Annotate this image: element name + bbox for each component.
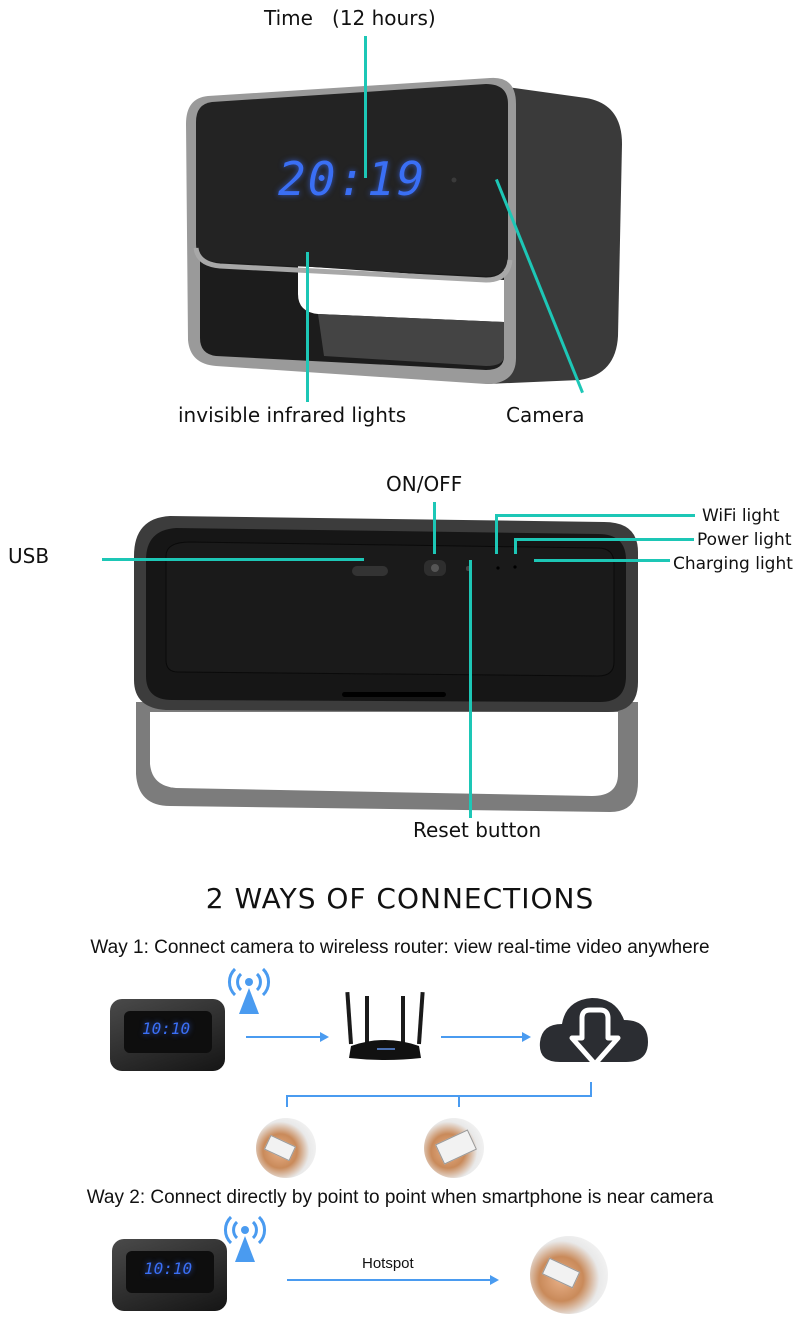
- power-light-label: Power light: [697, 530, 792, 550]
- infrared-label: invisible infrared lights: [178, 403, 407, 427]
- time-label: Time (12 hours): [264, 6, 436, 30]
- way1-branch-down: [590, 1082, 592, 1096]
- way2-wifi-signal-icon: [222, 1214, 268, 1264]
- way2-camera-display: 10:10: [144, 1259, 193, 1278]
- way1-arrowhead-2: [522, 1032, 531, 1042]
- on-off-label: ON/OFF: [386, 472, 463, 496]
- wifi-light-label: WiFi light: [702, 506, 780, 526]
- hotspot-label: Hotspot: [362, 1255, 414, 1272]
- way1-arrow-router-cloud: [441, 1036, 523, 1038]
- tablet-hand-image: [424, 1118, 484, 1178]
- on-off-leader-line: [433, 502, 436, 554]
- way1-arrow-camera-router: [246, 1036, 320, 1038]
- clock-led-display: 20:19: [278, 152, 427, 206]
- way1-camera-device: 10:10: [110, 995, 225, 1071]
- way2-arrowhead: [490, 1275, 499, 1285]
- connections-heading: 2 WAYS OF CONNECTIONS: [205, 882, 595, 915]
- way1-branch-left: [286, 1095, 288, 1107]
- way2-camera-device: 10:10: [112, 1235, 227, 1311]
- way2-description: Way 2: Connect directly by point to poin…: [86, 1187, 714, 1208]
- wifi-light-leader-h: [495, 514, 695, 517]
- way1-branch-middle: [458, 1095, 460, 1107]
- usb-label: USB: [8, 544, 50, 568]
- clock-front-shape: [186, 77, 622, 384]
- clock-back-illustration: [130, 512, 640, 812]
- router-icon: [345, 990, 425, 1065]
- clock-front-illustration: 20:19: [186, 74, 626, 390]
- way2-hotspot-arrow: [287, 1279, 492, 1281]
- power-light-leader-h: [514, 538, 694, 541]
- way1-branch-horizontal: [286, 1095, 592, 1097]
- way1-description: Way 1: Connect camera to wireless router…: [90, 937, 710, 958]
- smartphone-hand-image: [256, 1118, 316, 1178]
- reset-leader-line: [469, 560, 472, 818]
- charging-light-label: Charging light: [673, 554, 793, 574]
- time-leader-line: [364, 36, 367, 178]
- usb-leader-line: [102, 558, 364, 561]
- power-light-leader-v: [514, 538, 517, 554]
- way1-wifi-signal-icon: [226, 966, 272, 1016]
- clock-back-shape: [134, 516, 638, 812]
- wifi-light-leader-v: [495, 514, 498, 554]
- reset-label: Reset button: [413, 818, 542, 842]
- way1-arrowhead-1: [320, 1032, 329, 1042]
- infrared-leader-line: [306, 252, 309, 402]
- charging-light-leader: [534, 559, 670, 562]
- way1-camera-display: 10:10: [142, 1019, 191, 1038]
- way2-smartphone-hand-image: [530, 1236, 608, 1314]
- camera-label: Camera: [506, 403, 585, 427]
- cloud-download-icon: [538, 990, 650, 1070]
